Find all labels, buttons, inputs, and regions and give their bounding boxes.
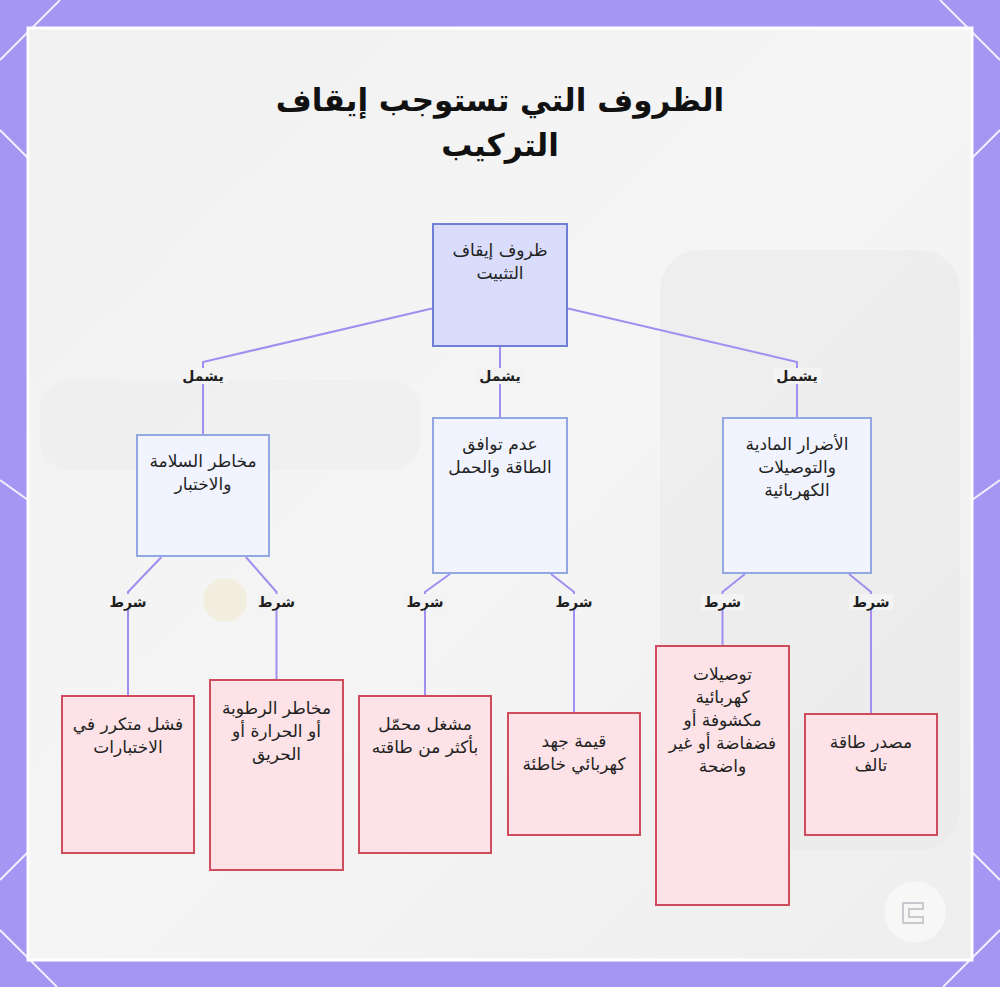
edge-label: يشمل <box>476 368 523 385</box>
connector-line <box>246 557 277 679</box>
box-text: مشغل محمّل بأكثر من طاقته <box>368 713 482 759</box>
box-text: عدم توافق الطاقة والحمل <box>442 433 558 479</box>
box-text: مخاطر السلامة والاختبار <box>146 450 260 496</box>
category-box: مخاطر السلامة والاختبار <box>136 434 270 557</box>
panel <box>28 28 972 960</box>
box-text: الأضرار المادية والتوصيلات الكهربائية <box>732 433 862 502</box>
condition-box: مشغل محمّل بأكثر من طاقته <box>358 695 492 854</box>
edge-label: يشمل <box>773 368 820 385</box>
logo-badge <box>885 882 945 942</box>
edge-label: شرط <box>552 594 595 611</box>
edge-label: شرط <box>701 594 744 611</box>
box-text: ظروف إيقاف التثبيت <box>442 239 558 285</box>
category-box: الأضرار المادية والتوصيلات الكهربائية <box>722 417 872 574</box>
logo-circle <box>885 882 945 942</box>
condition-box: توصيلات كهربائية مكشوفة أو فضفاضة أو غير… <box>655 645 790 906</box>
edge-label: شرط <box>106 594 149 611</box>
connector-line <box>425 574 450 695</box>
condition-box: مخاطر الرطوبة أو الحرارة أو الحريق <box>209 679 344 871</box>
edge-label: شرط <box>255 594 298 611</box>
box-text: توصيلات كهربائية مكشوفة أو فضفاضة أو غير… <box>665 663 780 778</box>
box-text: مخاطر الرطوبة أو الحرارة أو الحريق <box>219 697 334 766</box>
condition-box: مصدر طاقة تالف <box>804 713 938 836</box>
condition-box: فشل متكرر في الاختبارات <box>61 695 195 854</box>
edge-label: شرط <box>403 594 446 611</box>
blur-shape <box>203 578 247 622</box>
box-text: فشل متكرر في الاختبارات <box>71 713 185 759</box>
edge-label: يشمل <box>179 368 226 385</box>
connector-line <box>128 557 161 695</box>
edge-label: شرط <box>849 594 892 611</box>
diagram-title: الظروف التي تستوجب إيقاف التركيب <box>250 78 750 168</box>
connector-line <box>203 309 432 434</box>
corner-line <box>0 130 28 158</box>
condition-box: قيمة جهد كهربائي خاطئة <box>507 712 641 836</box>
category-box: عدم توافق الطاقة والحمل <box>432 417 568 574</box>
connector-line <box>568 309 797 417</box>
box-text: قيمة جهد كهربائي خاطئة <box>517 730 631 776</box>
corner-line <box>972 130 1000 158</box>
corner-line <box>0 852 28 880</box>
box-text: مصدر طاقة تالف <box>814 731 928 777</box>
corner-line <box>972 480 1000 500</box>
corner-line <box>0 480 28 500</box>
logo-icon <box>903 903 923 923</box>
root-box: ظروف إيقاف التثبيت <box>432 223 568 347</box>
corner-line <box>972 852 1000 880</box>
